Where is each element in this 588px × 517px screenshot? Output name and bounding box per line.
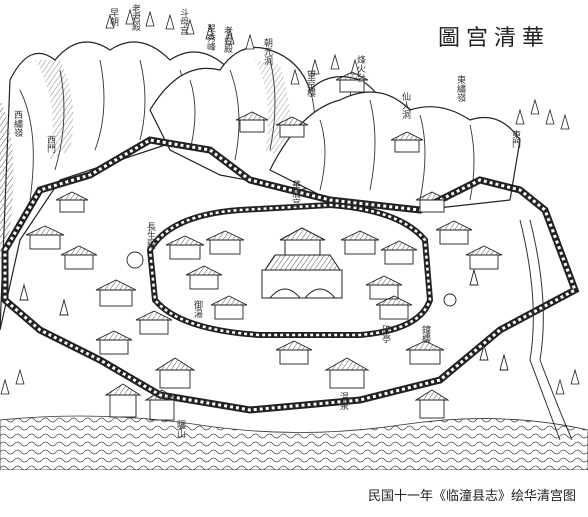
label-xixiuling: 西繡嶺 [12, 110, 22, 137]
water-bottom [0, 415, 588, 470]
label-lishan: 驪山 [175, 420, 185, 438]
label-wangjinglou: 望京樓 [305, 70, 315, 97]
label-zaochao: 早朝 [108, 8, 118, 26]
label-wenquan: 温泉 [338, 392, 348, 410]
label-chaoyuandong: 朝元洞 [262, 38, 272, 65]
buildings [25, 71, 503, 421]
map-title: 圖宫清華 [437, 26, 550, 51]
label-dongxiuling: 東繡嶺 [455, 75, 465, 102]
label-dongmen: 東門 [510, 130, 520, 148]
label-fenghuotai: 烽火台 [355, 55, 365, 82]
label-huaqinggong: 華清宫 [290, 180, 300, 207]
label-xianrendong: 仙人洞 [400, 92, 410, 119]
label-beiting: 碑亭 [380, 325, 390, 343]
label-ximen: 西門 [45, 135, 55, 153]
label-zhonglou: 鐘樓 [420, 325, 430, 343]
label-laojundian: 老君殿 [130, 4, 140, 31]
central-gate [261, 227, 343, 299]
label-laomudian: 老母殿 [222, 26, 232, 53]
label-doumugong: 斗母宫 [178, 8, 188, 35]
label-cuixiufeng: 翠秀峰 [205, 24, 215, 51]
map-illustration: 圖宫清華 早朝 老君殿 斗母宫 老母殿 朝元洞 翠秀峰 烽火台 仙人洞 東繡嶺 … [0, 4, 588, 470]
figure-caption: 民国十一年《临潼县志》绘华清宫图 [367, 489, 576, 504]
label-yutang: 御湯 [192, 300, 202, 318]
map-drawing [0, 8, 588, 470]
label-changshengdian: 長生殿 [145, 222, 155, 249]
